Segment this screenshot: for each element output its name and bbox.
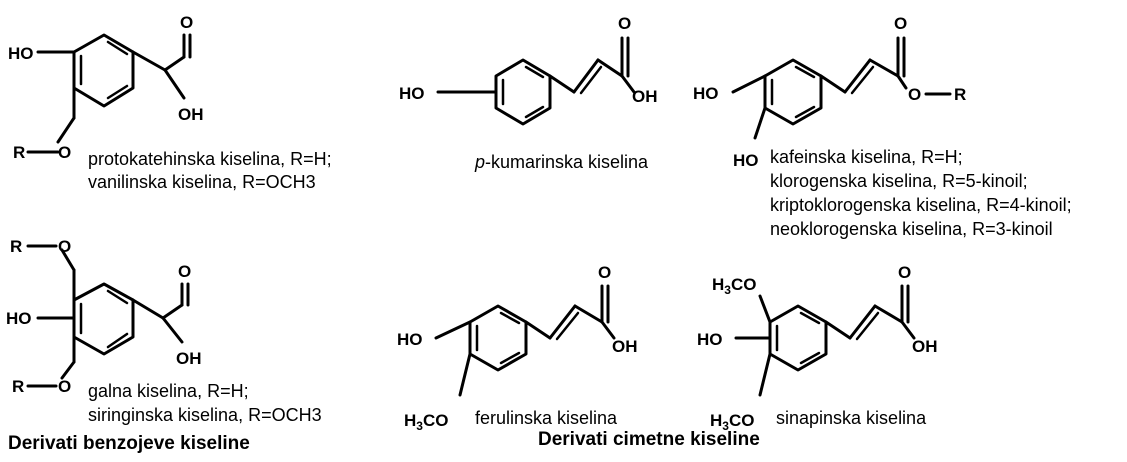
caption-ferulic: ferulinska kiselina bbox=[475, 408, 618, 428]
atom-label: O bbox=[58, 143, 71, 162]
atom-label: OH bbox=[632, 87, 658, 106]
caption-cryptochlorogenic: kriptoklorogenska kiselina, R=4-kinoil; bbox=[770, 195, 1072, 215]
structure-ferulic: HO O OH H3CO bbox=[397, 263, 638, 433]
structure-sinapic: H3CO HO O OH H3CO bbox=[697, 263, 938, 433]
atom-label: OH bbox=[612, 337, 638, 356]
heading-cinnamic-derivatives: Derivati cimetne kiseline bbox=[538, 429, 760, 450]
caption-neochlorogenic: neoklorogenska kiselina, R=3-kinoil bbox=[770, 219, 1053, 239]
caption-caffeic: kafeinska kiselina, R=H; bbox=[770, 147, 963, 167]
structure-protocatechuic-vanillic: HO O OH O R bbox=[8, 13, 204, 162]
caption-vanillic: vanilinska kiselina, R=OCH3 bbox=[88, 172, 316, 192]
atom-label: H3CO bbox=[404, 411, 448, 433]
structure-p-coumaric: HO O OH bbox=[399, 14, 658, 126]
atom-label: O bbox=[178, 262, 191, 281]
atom-label: H3CO bbox=[712, 275, 756, 297]
structure-caffeic: HO HO O O R bbox=[693, 14, 966, 170]
atom-label: HO bbox=[6, 309, 32, 328]
atom-label: R bbox=[954, 85, 966, 104]
caption-chlorogenic: klorogenska kiselina, R=5-kinoil; bbox=[770, 171, 1028, 191]
atom-label: O bbox=[908, 85, 921, 104]
atom-label: HO bbox=[399, 84, 425, 103]
atom-label: O bbox=[180, 13, 193, 32]
caption-p-coumaric: p-kumarinska kiselina bbox=[475, 152, 649, 172]
heading-benzoic-derivatives: Derivati benzojeve kiseline bbox=[8, 433, 250, 454]
atom-label: HO bbox=[733, 151, 759, 170]
structure-gallic-syringic: R O HO O OH R O bbox=[6, 237, 202, 396]
atom-label: HO bbox=[693, 84, 719, 103]
atom-label: O bbox=[58, 237, 71, 256]
atom-label: HO bbox=[697, 330, 723, 349]
caption-gallic: galna kiselina, R=H; bbox=[88, 381, 249, 401]
atom-label: O bbox=[618, 14, 631, 33]
atom-label: O bbox=[598, 263, 611, 282]
atom-label: R bbox=[12, 377, 24, 396]
atom-label: R bbox=[10, 237, 22, 256]
atom-label: O bbox=[898, 263, 911, 282]
atom-label: OH bbox=[178, 105, 204, 124]
atom-label: HO bbox=[8, 44, 34, 63]
atom-label: H3CO bbox=[710, 411, 754, 433]
atom-label: O bbox=[894, 14, 907, 33]
atom-label: OH bbox=[176, 349, 202, 368]
caption-syringic: siringinska kiselina, R=OCH3 bbox=[88, 405, 322, 425]
atom-label: OH bbox=[912, 337, 938, 356]
atom-label: HO bbox=[397, 330, 423, 349]
caption-protocatechuic: protokatehinska kiselina, R=H; bbox=[88, 149, 332, 169]
atom-label: O bbox=[58, 377, 71, 396]
atom-label: R bbox=[13, 143, 25, 162]
caption-sinapic: sinapinska kiselina bbox=[776, 408, 927, 428]
